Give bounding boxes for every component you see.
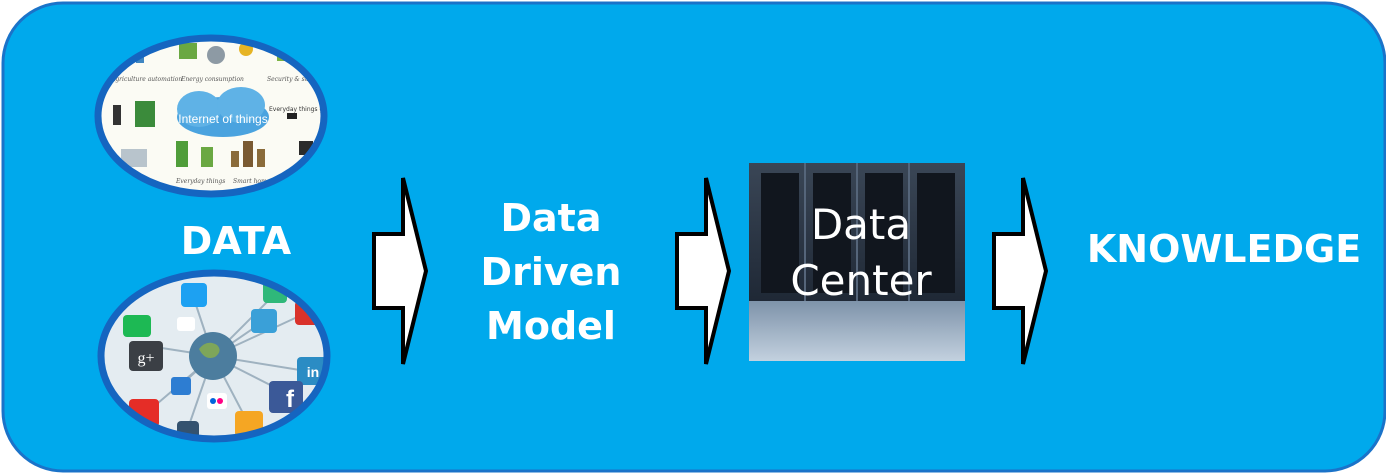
model-label-line-3: Model	[486, 304, 616, 348]
iot-caption-1: Agriculture automation	[110, 76, 182, 83]
svg-text:f: f	[286, 386, 295, 413]
arrow-3	[992, 177, 1049, 365]
model-label-line-1: Data	[500, 196, 602, 240]
data-center-label: Data Center	[761, 197, 961, 309]
svg-text:in: in	[307, 364, 319, 380]
dc-label-line-2: Center	[790, 256, 932, 305]
twitter-icon	[181, 283, 207, 307]
stumbleupon-icon	[251, 309, 277, 333]
arrow-2	[675, 177, 732, 365]
arrow-1	[372, 177, 429, 365]
data-label: DATA	[180, 219, 292, 263]
svg-text:g+: g+	[137, 350, 154, 367]
dc-label-line-1: Data	[810, 200, 912, 249]
facebook-icon	[269, 381, 303, 413]
iot-caption-4: Everyday things get connected	[269, 106, 363, 113]
iot-caption-2: Energy consumption	[180, 76, 244, 83]
iot-caption-5: Everyday things	[175, 178, 225, 185]
iot-center-label: Internet of things	[178, 112, 267, 126]
model-label-line-2: Driven	[480, 250, 622, 294]
iot-image: Internet of things Agriculture automatio…	[94, 34, 363, 198]
datacenter-image	[749, 163, 965, 361]
google-plus-icon	[129, 341, 163, 371]
social-media-image: g+ in f	[97, 269, 331, 443]
data-driven-model-label: Data Driven Model	[456, 191, 646, 353]
iot-caption-3: Security & surveillance	[267, 76, 339, 83]
knowledge-label: KNOWLEDGE	[1086, 227, 1362, 271]
